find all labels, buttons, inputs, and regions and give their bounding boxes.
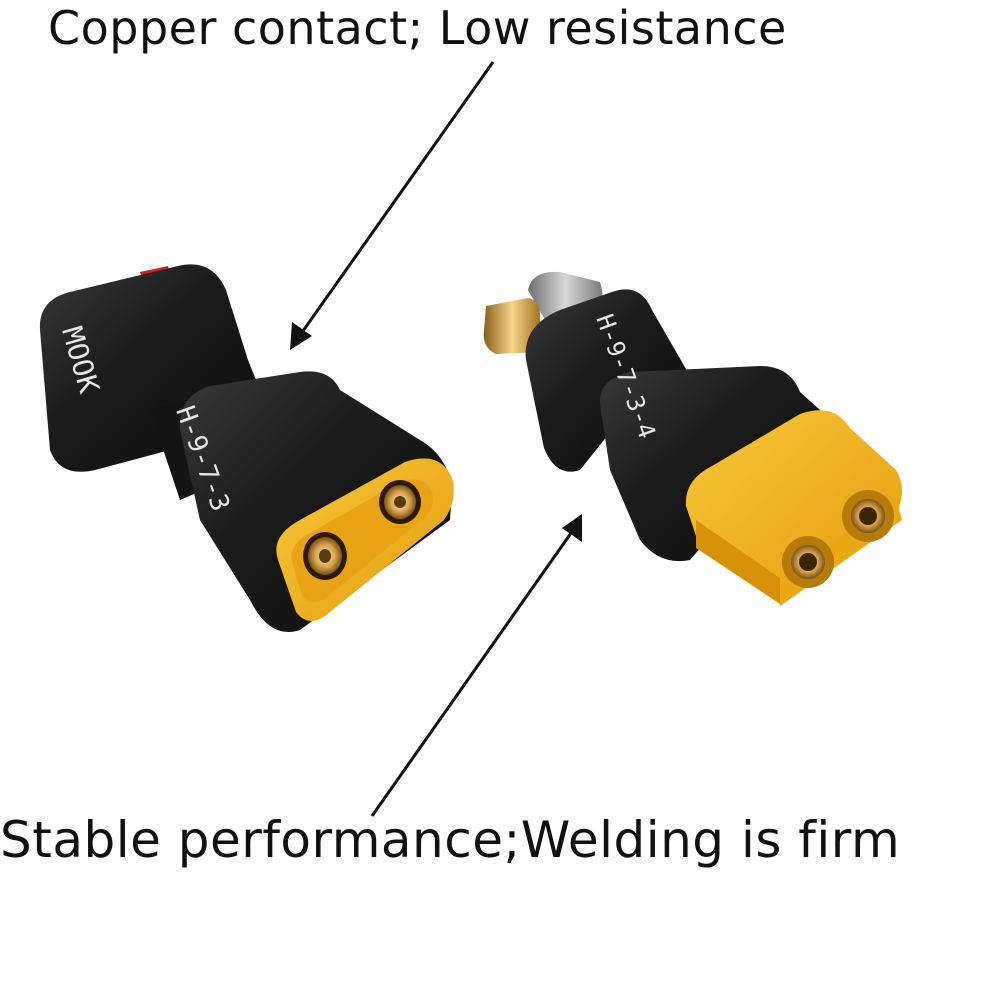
right-adapter: H-9-7-3-4	[483, 271, 902, 606]
socket-hole	[782, 536, 834, 588]
copper-contact	[303, 532, 347, 580]
callout-arrow-top	[290, 61, 495, 350]
copper-contact	[379, 480, 421, 524]
left-adapter: MOOK H-9-7-3	[39, 264, 454, 632]
socket-hole	[842, 490, 894, 542]
caption-top: Copper contact; Low resistance	[48, 1, 787, 55]
callout-arrow-bottom	[370, 514, 582, 817]
caption-bottom: Stable performance;Welding is firm	[0, 811, 901, 869]
